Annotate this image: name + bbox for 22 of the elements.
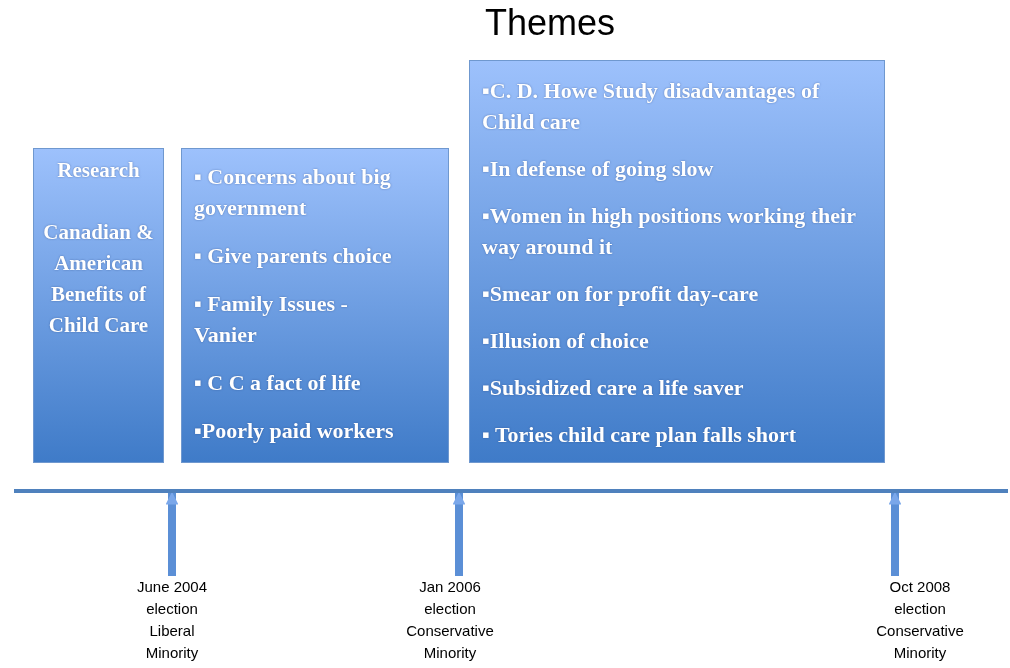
theme-card — [181, 148, 449, 463]
bullet-item: ▪Poorly paid workers — [194, 417, 395, 445]
bullet-item: ▪ C C a fact of life — [194, 369, 362, 397]
title: Themes — [483, 2, 616, 44]
theme-card — [33, 148, 164, 463]
bullet-item: ▪Subsidized care a life saver — [482, 374, 745, 402]
bullet-item: ▪In defense of going slow — [482, 155, 715, 183]
election-label: Jan 2006 election Conservative Minority — [395, 576, 505, 666]
timeline-bar — [14, 489, 1008, 493]
theme-card — [469, 60, 885, 463]
election-label: Oct 2008 election Conservative Minority — [865, 576, 975, 666]
bullet-item: ▪ Family Issues - Vanier — [194, 290, 349, 349]
bullet-item: ▪ Tories child care plan falls short — [482, 421, 798, 449]
bullet-item: ▪Illusion of choice — [482, 327, 650, 355]
card-heading: Research — [56, 157, 141, 184]
bullet-item: ▪Smear on for profit day-care — [482, 280, 760, 308]
bullet-item: ▪ Concerns about big government — [194, 163, 392, 222]
bullet-item: ▪Women in high positions working their way around it — [482, 202, 857, 261]
card-text: Canadian & American Benefits of Child Care — [42, 219, 155, 339]
bullet-item: ▪C. D. Howe Study disadvantages of Child care — [482, 77, 821, 136]
election-label: June 2004 election Liberal Minority — [127, 576, 217, 666]
bullet-item: ▪ Give parents choice — [194, 242, 393, 270]
